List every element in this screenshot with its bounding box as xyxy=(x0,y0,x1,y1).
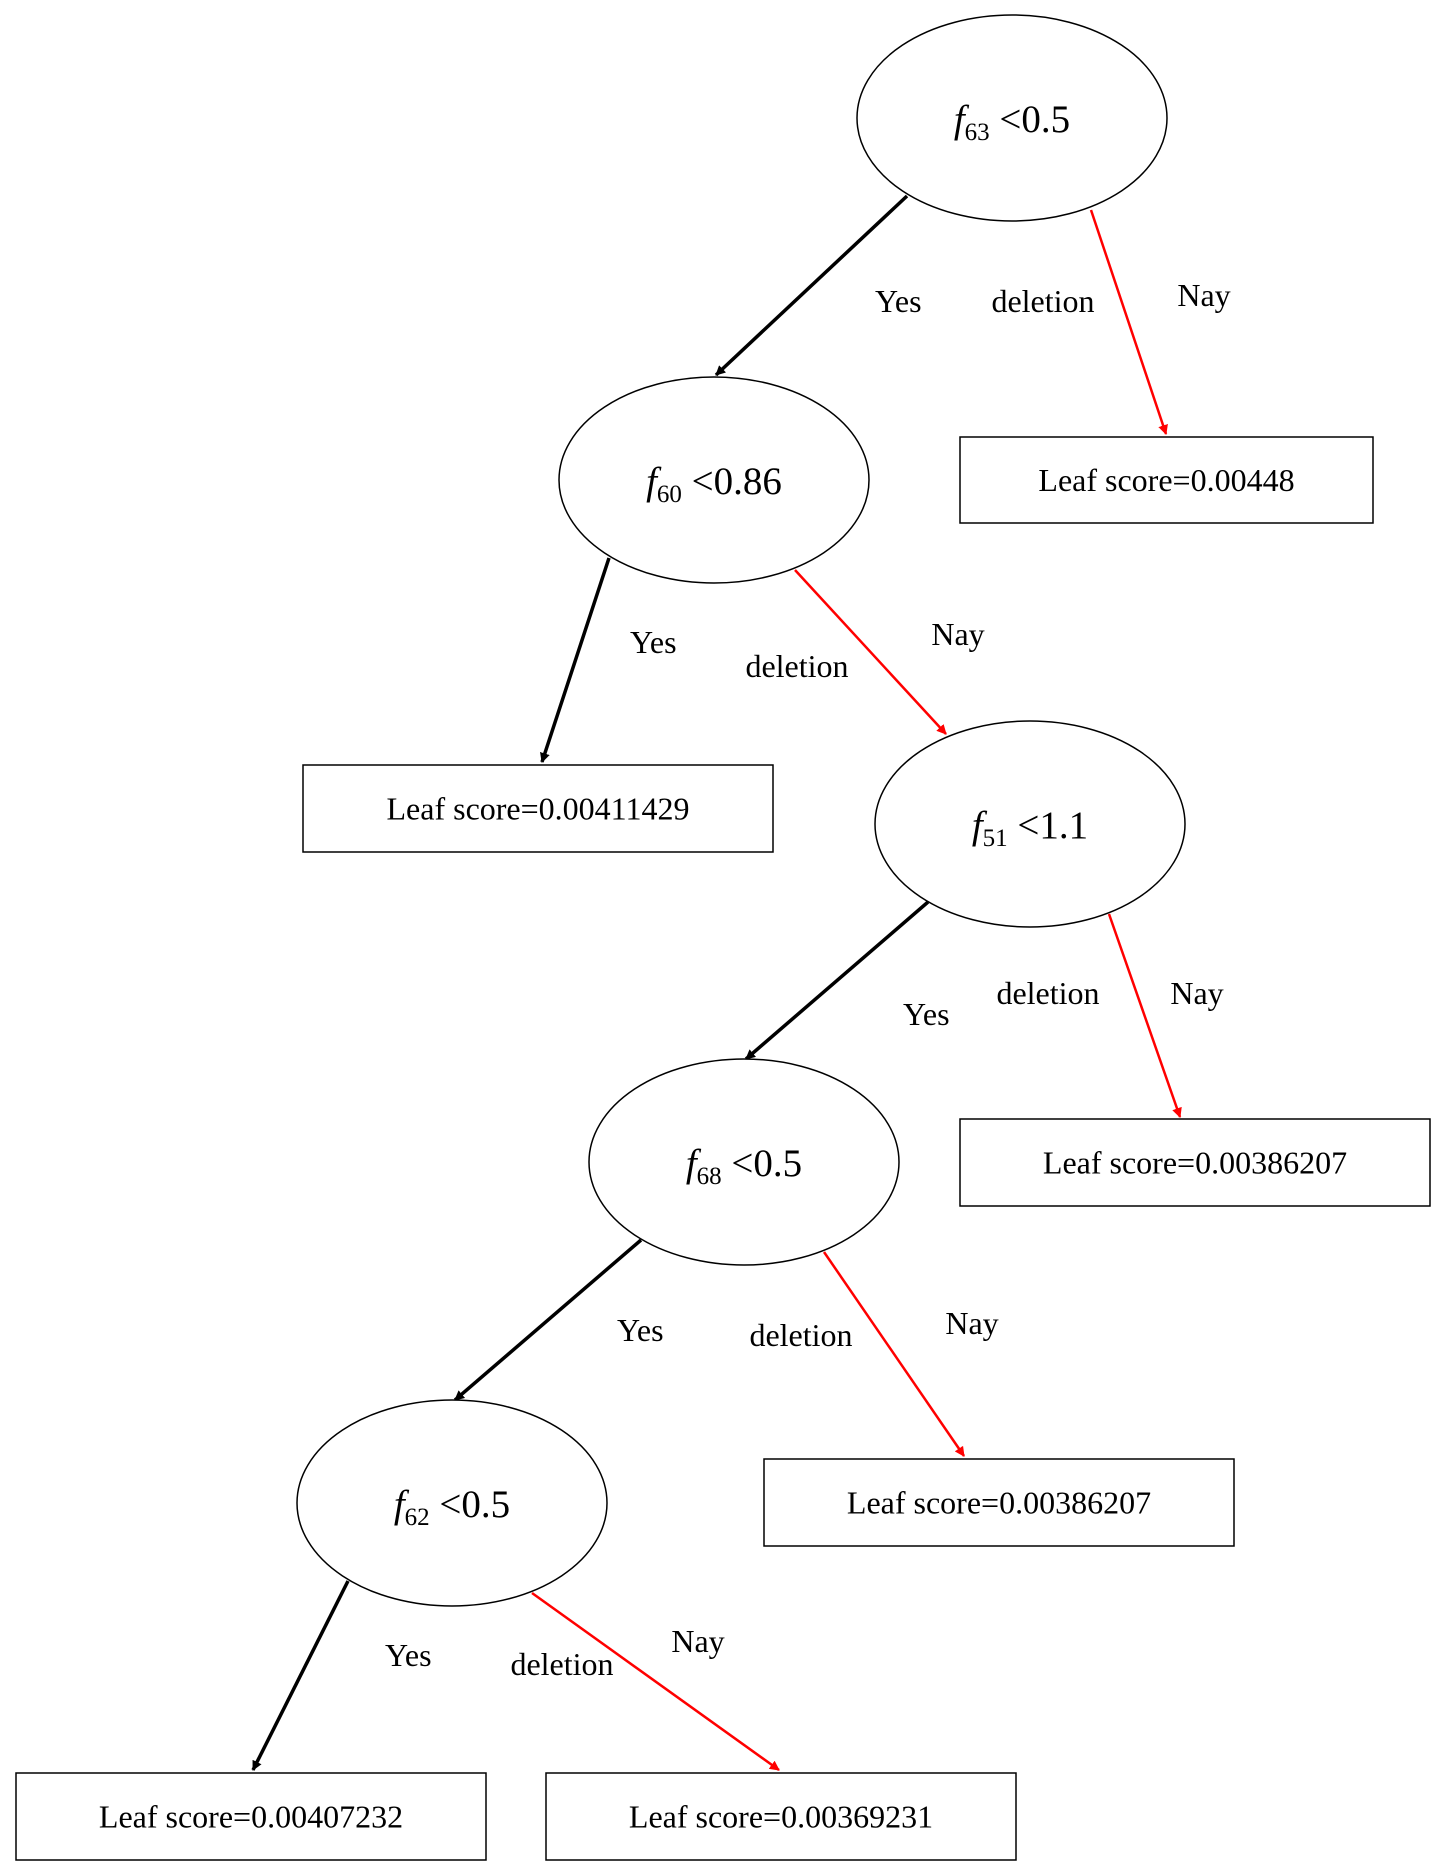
nay-edge-arrow xyxy=(794,569,947,735)
decision-node-ellipse xyxy=(588,1058,900,1266)
decision-node-n1: f63 <0.5 xyxy=(856,14,1168,222)
leaf-node-l2: Leaf score=0.00411429 xyxy=(302,764,774,853)
leaf-score-label: Leaf score=0.00448 xyxy=(1038,462,1294,498)
deletion-edge-label: deletion xyxy=(510,1646,613,1682)
nay-edge-arrow xyxy=(1089,209,1168,435)
yes-edge-arrow xyxy=(251,1580,350,1771)
leaf-score-label: Leaf score=0.00411429 xyxy=(387,791,690,827)
yes-edge-label: Yes xyxy=(385,1637,432,1673)
yes-edge-arrow xyxy=(540,557,611,763)
nay-edge-label: Nay xyxy=(671,1623,724,1659)
leaf-box xyxy=(15,1772,487,1861)
nay-edge-arrow xyxy=(531,1591,780,1772)
yes-edge-arrow xyxy=(744,900,930,1061)
nay-edge-arrow xyxy=(1107,913,1182,1118)
leaf-score-label: Leaf score=0.00407232 xyxy=(99,1799,403,1835)
leaf-box xyxy=(302,764,774,853)
yes-edge-label: Yes xyxy=(617,1312,664,1348)
nay-edge-label: Nay xyxy=(1170,975,1223,1011)
decision-node-n5: f62 <0.5 xyxy=(296,1399,608,1607)
nay-edge-label: Nay xyxy=(1177,277,1230,313)
decision-node-ellipse xyxy=(874,720,1186,928)
split-condition: f51 <1.1 xyxy=(972,804,1088,852)
deletion-edge-label: deletion xyxy=(749,1317,852,1353)
leaf-box xyxy=(959,1118,1431,1207)
yes-edge-label: Yes xyxy=(875,283,922,319)
leaf-node-l3: Leaf score=0.00386207 xyxy=(959,1118,1431,1207)
leaf-node-l4: Leaf score=0.00386207 xyxy=(763,1458,1235,1547)
leaf-box xyxy=(545,1772,1017,1861)
deletion-edge-label: deletion xyxy=(996,975,1099,1011)
yes-edge-arrow xyxy=(453,1238,643,1402)
nay-edge-arrow xyxy=(822,1251,966,1457)
decision-node-ellipse xyxy=(296,1399,608,1607)
leaf-score-label: Leaf score=0.00369231 xyxy=(629,1799,933,1835)
yes-edge-label: Yes xyxy=(630,624,677,660)
decision-node-n3: f51 <1.1 xyxy=(874,720,1186,928)
nay-edge-label: Nay xyxy=(945,1305,998,1341)
decision-node-n4: f68 <0.5 xyxy=(588,1058,900,1266)
decision-node-ellipse xyxy=(558,376,870,584)
deletion-edge-label: deletion xyxy=(991,283,1094,319)
nay-edge-label: Nay xyxy=(931,616,984,652)
leaf-score-label: Leaf score=0.00386207 xyxy=(1043,1145,1347,1181)
leaf-score-label: Leaf score=0.00386207 xyxy=(847,1485,1151,1521)
yes-edge-label: Yes xyxy=(903,996,950,1032)
decision-node-ellipse xyxy=(856,14,1168,222)
leaf-box xyxy=(763,1458,1235,1547)
leaf-node-l6: Leaf score=0.00369231 xyxy=(545,1772,1017,1861)
yes-edge-arrow xyxy=(714,194,909,377)
split-condition: f63 <0.5 xyxy=(954,98,1070,146)
leaf-box xyxy=(959,436,1374,524)
deletion-edge-label: deletion xyxy=(745,648,848,684)
leaf-node-l5: Leaf score=0.00407232 xyxy=(15,1772,487,1861)
decision-node-n2: f60 <0.86 xyxy=(558,376,870,584)
leaf-node-l1: Leaf score=0.00448 xyxy=(959,436,1374,524)
